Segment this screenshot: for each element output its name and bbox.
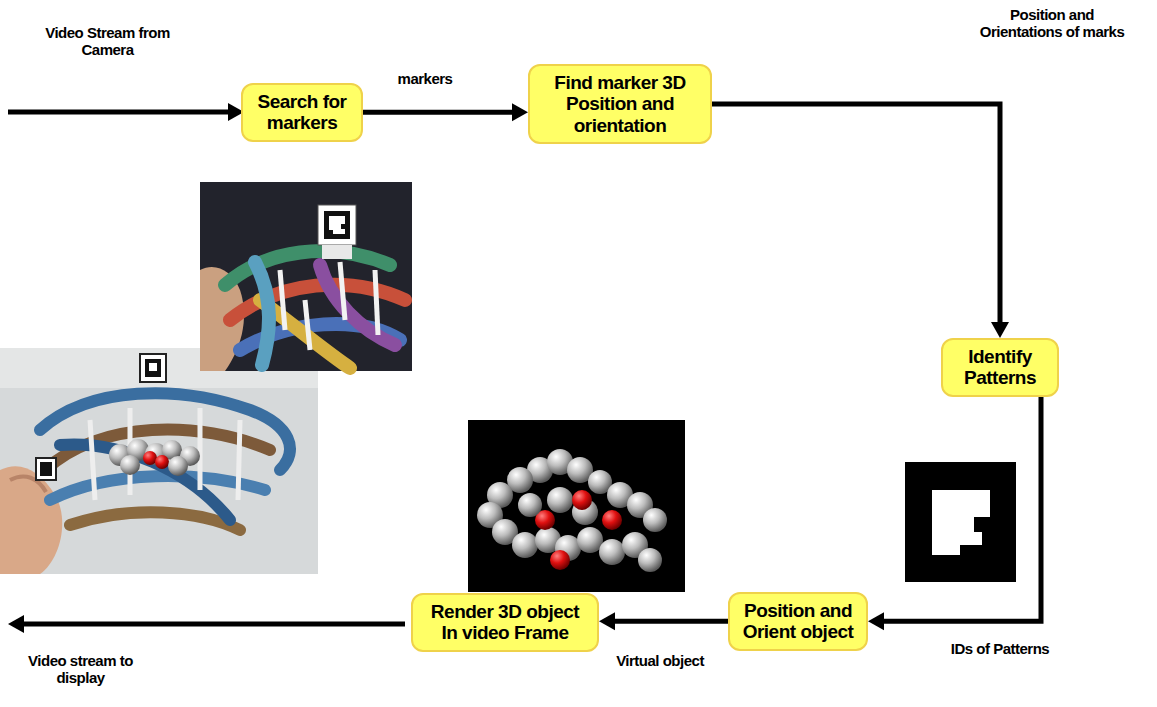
process-box: Identify Patterns: [941, 338, 1059, 397]
flow-arrow: [712, 104, 1009, 338]
process-box: Position and Orient object: [728, 592, 868, 651]
arrow-line: [614, 619, 728, 624]
molecule-render: [468, 420, 685, 592]
box-text: Position and Orient object: [738, 600, 858, 643]
stream-label: Video stream to display: [18, 652, 143, 687]
arrow-head: [599, 612, 615, 630]
arrow-head: [868, 612, 884, 630]
process-box: Find marker 3D Position and orientation: [528, 64, 712, 144]
arrow-line: [363, 110, 513, 115]
arrow-head: [512, 103, 528, 121]
flow-arrow: [599, 612, 728, 630]
flow-arrow: [363, 103, 528, 121]
marker-pattern: [905, 462, 1016, 582]
edge-label: Virtual object: [600, 652, 720, 669]
flow-arrow: [868, 397, 1041, 631]
process-box: Search for markers: [241, 83, 363, 142]
arrow-line: [883, 397, 1041, 622]
stream-label: Video Stream from Camera: [45, 24, 170, 59]
box-text: Search for markers: [251, 91, 353, 134]
box-text: Render 3D object In video Frame: [421, 601, 589, 644]
arrow-head: [991, 322, 1009, 338]
camera-photo: [200, 182, 412, 371]
edge-label: Position and Orientations of marks: [972, 6, 1132, 41]
arrow-line: [712, 104, 1000, 323]
edge-label: IDs of Patterns: [930, 640, 1070, 657]
box-text: Identify Patterns: [951, 346, 1049, 389]
edge-label: markers: [380, 70, 470, 87]
box-text: Find marker 3D Position and orientation: [538, 72, 702, 136]
augmented-photo: [0, 348, 318, 574]
process-box: Render 3D object In video Frame: [411, 593, 599, 652]
